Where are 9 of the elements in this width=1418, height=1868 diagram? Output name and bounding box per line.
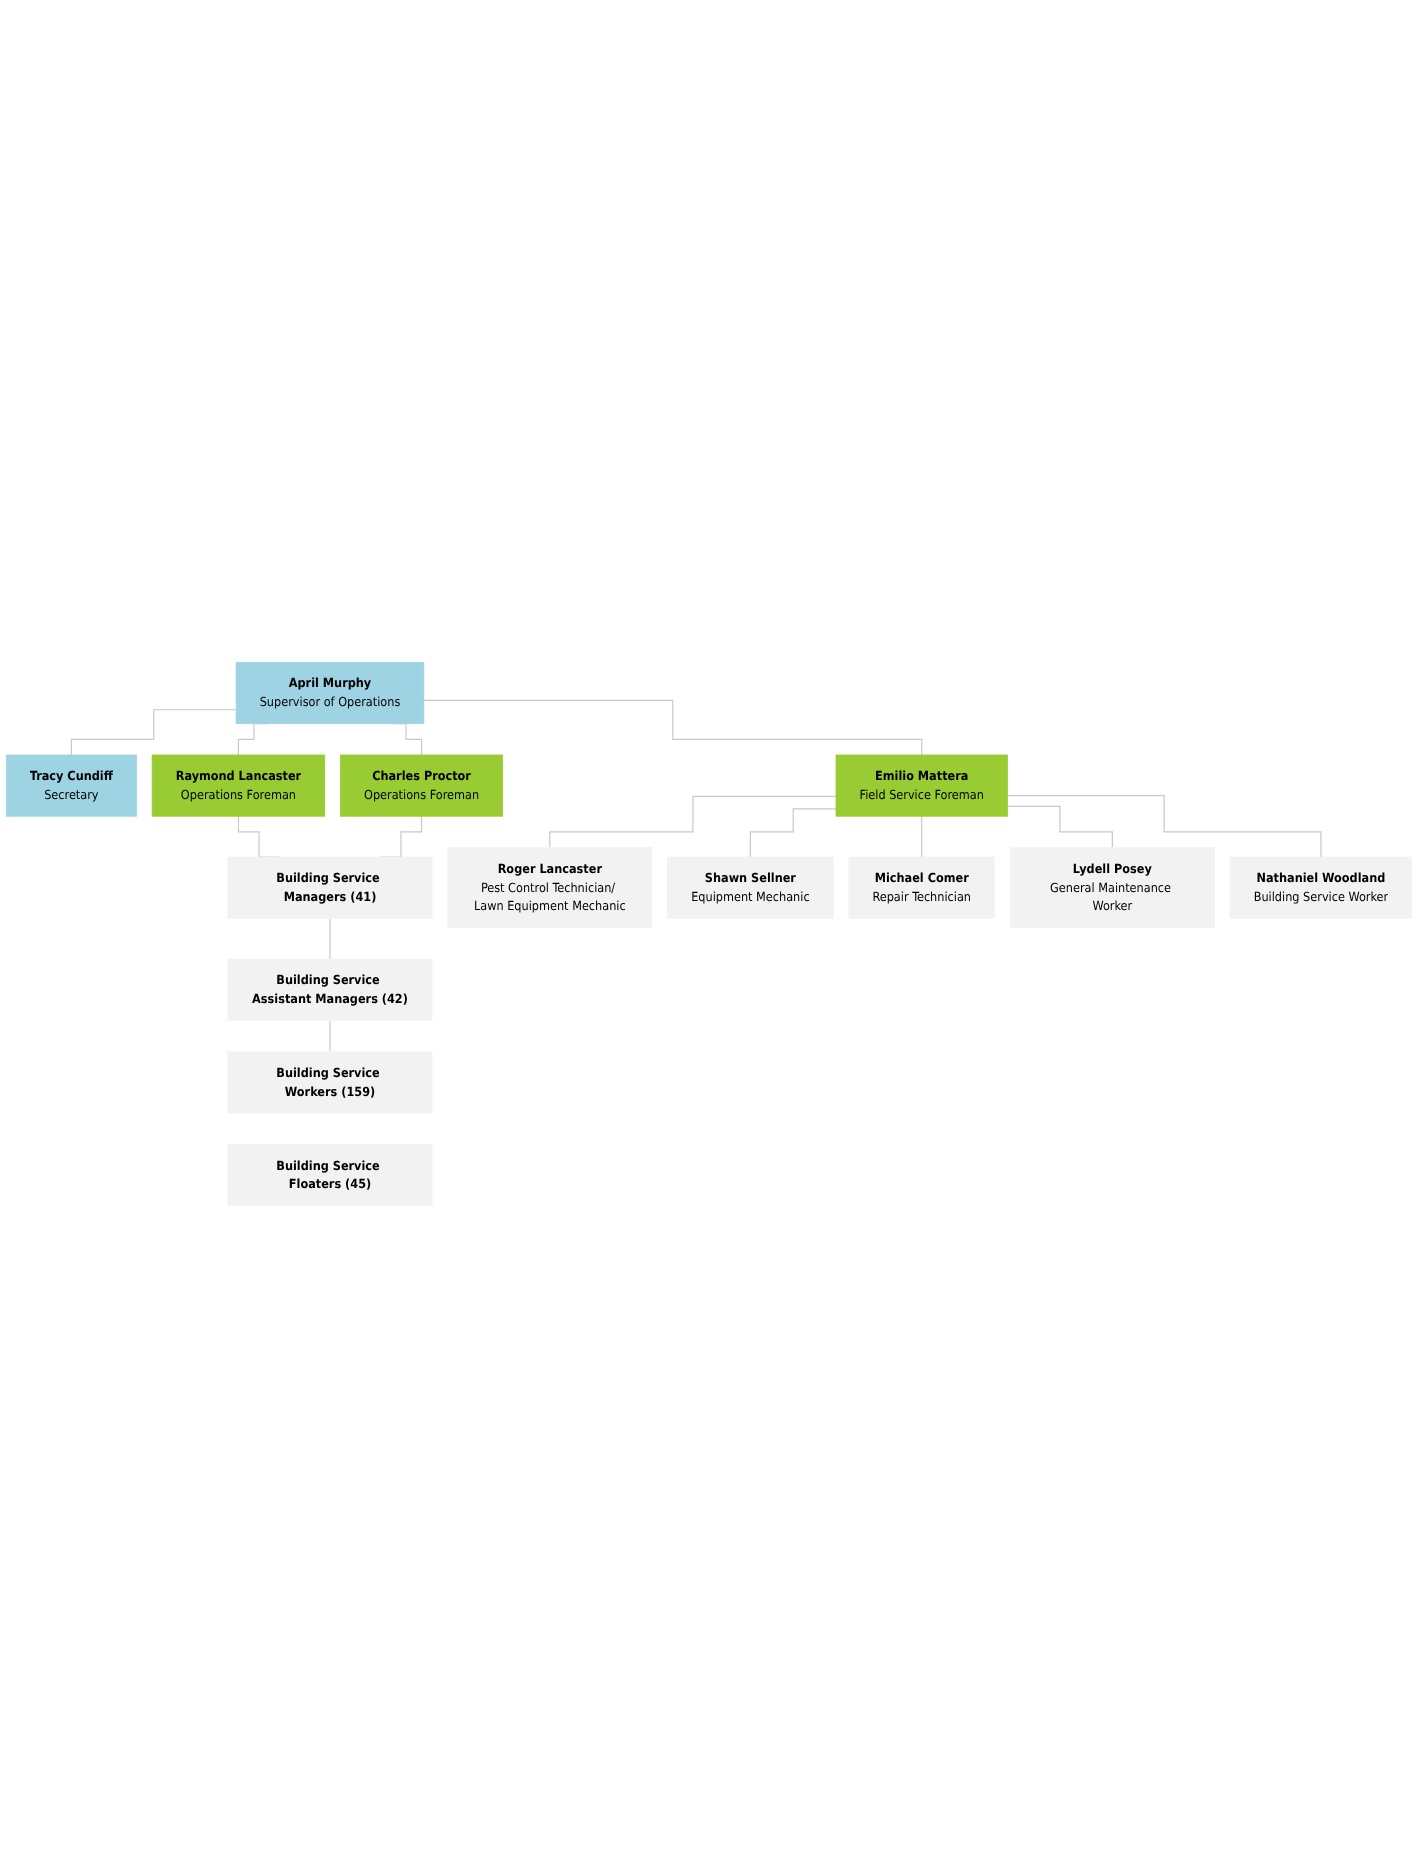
connector (549, 795, 837, 849)
connector (1006, 794, 1322, 858)
connector (329, 1019, 331, 1053)
connector (423, 699, 923, 756)
connector (329, 917, 331, 960)
connector (921, 815, 923, 858)
connector (70, 709, 237, 756)
connector (1006, 805, 1113, 849)
connector (749, 808, 837, 858)
